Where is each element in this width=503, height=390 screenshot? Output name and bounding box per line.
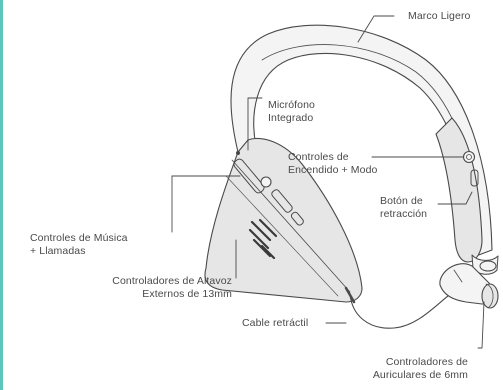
retractable-cable xyxy=(349,289,457,329)
speaker-grille xyxy=(248,218,278,260)
earbud-stem-ring xyxy=(453,269,463,283)
boton-retraccion-line2: retracción xyxy=(380,208,428,220)
right-earbud-ring xyxy=(479,260,497,272)
controles-encendido-line2: Encendido + Modo xyxy=(288,164,378,176)
label-marco-ligero: Marco Ligero xyxy=(408,10,470,23)
label-altavoz: Controladores de Altavoz Externos de 13m… xyxy=(72,275,232,301)
earbud-tip xyxy=(481,283,499,309)
music-button-long xyxy=(233,158,265,194)
music-button-center xyxy=(260,176,272,188)
altavoz-line1: Controladores de Altavoz xyxy=(112,275,232,287)
microfono-line2: Integrado xyxy=(268,112,314,124)
music-button-second xyxy=(271,189,293,213)
label-auriculares: Controladores de Auriculares de 6mm xyxy=(340,356,468,382)
mic-hole xyxy=(236,151,241,156)
auriculares-line2: Auriculares de 6mm xyxy=(372,369,468,381)
label-microfono: Micrófono Integrado xyxy=(268,99,315,125)
power-button-core xyxy=(466,154,472,160)
controles-musica-line2: + Llamadas xyxy=(30,245,86,257)
left-arm-band xyxy=(231,159,351,293)
auriculares-line1: Controladores de xyxy=(385,356,468,368)
neckband-frame xyxy=(230,24,493,257)
accent-bar xyxy=(0,0,3,390)
boton-retraccion-line1: Botón de xyxy=(380,195,423,207)
marco-ligero-text: Marco Ligero xyxy=(408,10,471,22)
label-controles-encendido: Controles de Encendido + Modo xyxy=(288,151,377,177)
controles-musica-line1: Controles de Música xyxy=(30,232,128,244)
music-button-small xyxy=(290,211,304,226)
power-button-shape xyxy=(462,150,476,164)
retraction-button-shape xyxy=(470,169,479,187)
left-arm-band2 xyxy=(225,175,339,297)
callout-lines xyxy=(171,15,485,349)
label-boton-retraccion: Botón de retracción xyxy=(380,195,427,221)
right-arm-housing xyxy=(435,117,483,263)
cable-text: Cable retráctil xyxy=(242,317,309,329)
altavoz-line2: Externos de 13mm xyxy=(142,288,232,300)
cable-strain-relief xyxy=(344,286,356,304)
label-controles-musica: Controles de Música + Llamadas xyxy=(30,232,128,258)
label-cable: Cable retráctil xyxy=(242,317,308,330)
controles-encendido-line1: Controles de xyxy=(288,151,349,163)
earbud-tip-inner xyxy=(485,283,494,309)
microfono-line1: Micrófono xyxy=(268,99,316,111)
